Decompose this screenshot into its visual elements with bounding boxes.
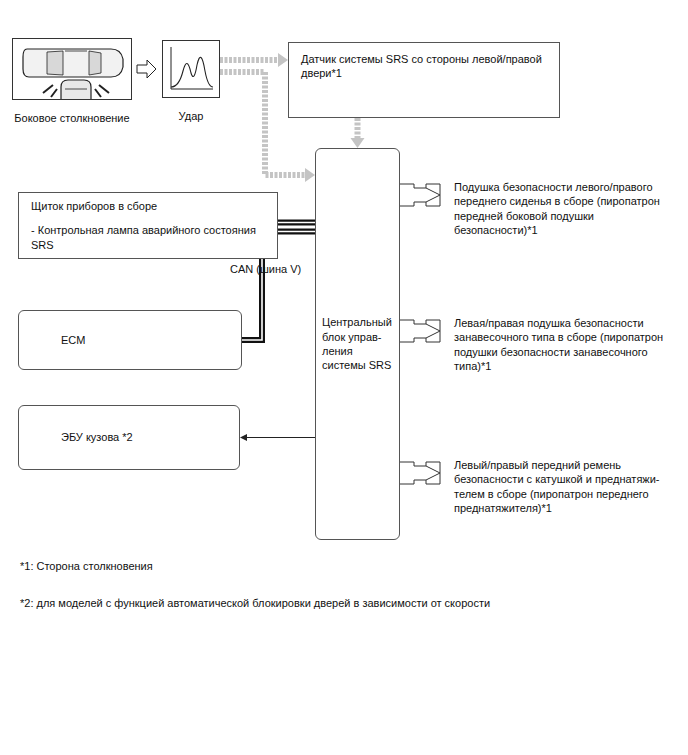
footnote: *2: для моделей с функцией автоматическо…	[20, 596, 490, 610]
connector	[137, 60, 156, 78]
box-title: Датчик системы SRS со стороны левой/прав…	[301, 52, 547, 81]
component-text: Левый/правый передний ремень безопасност…	[454, 458, 680, 515]
srs-center-unit: Центральный блок управ- ления системы SR…	[315, 148, 400, 540]
collision-illustration: Боковое столкновение	[12, 38, 132, 125]
ecm-box: ECM	[18, 310, 242, 370]
sensor-box: Датчик системы SRS со стороны левой/прав…	[288, 42, 560, 118]
box-body: - Контрольная лампа аварийного состояния…	[31, 223, 265, 252]
picture-frame	[162, 40, 220, 98]
box-title: ECM	[61, 333, 85, 347]
box-title: Щиток приборов в сборе	[31, 199, 265, 213]
squib-symbol	[400, 458, 454, 488]
connector	[278, 222, 315, 223]
caption-text: Боковое столкновение	[2, 111, 142, 125]
pretensioner-squib: Левый/правый передний ремень безопасност…	[400, 458, 680, 515]
component-text: Левая/правая подушка безопасности занаве…	[454, 316, 680, 373]
picture-frame	[12, 38, 132, 100]
connector	[351, 118, 365, 148]
connector	[220, 53, 288, 67]
footnote: *1: Сторона столкновения	[20, 559, 153, 573]
impact-graph: Удар	[162, 40, 220, 123]
component-text: Подушка безопасности левого/правого пере…	[454, 180, 680, 237]
body-ecu-box: ЭБУ кузова *2	[18, 405, 240, 470]
connector	[240, 434, 315, 441]
curtain-squib: Левая/правая подушка безопасности занаве…	[400, 316, 680, 373]
bus-label: CAN (шина V)	[230, 262, 301, 276]
airbag-squib: Подушка безопасности левого/правого пере…	[400, 180, 680, 237]
squib-symbol	[400, 316, 454, 346]
squib-symbol	[400, 180, 454, 210]
unit-title: Центральный блок управ- ления системы SR…	[322, 315, 393, 372]
caption-text: Удар	[152, 109, 230, 123]
box-title: ЭБУ кузова *2	[61, 430, 133, 444]
meter-box: Щиток приборов в сборе - Контрольная ламп…	[18, 192, 278, 259]
